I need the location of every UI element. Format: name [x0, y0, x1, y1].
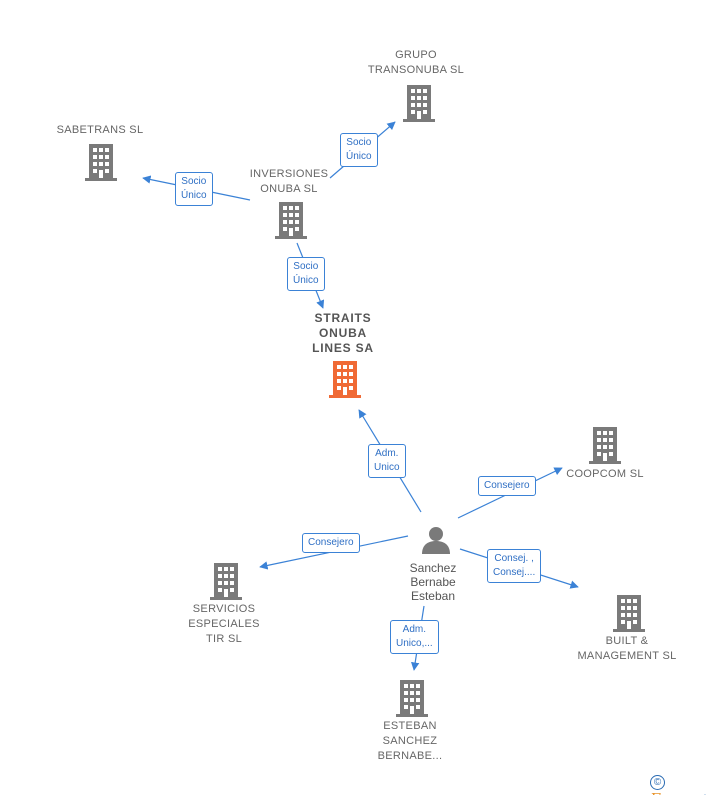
- servicios-especiales-building-icon[interactable]: [208, 561, 244, 601]
- grupo-transonuba-label[interactable]: GRUPO TRANSONUBA SL: [367, 49, 465, 76]
- edge-label-person-to-built[interactable]: Consej. , Consej....: [487, 549, 542, 583]
- brand-initial: E: [650, 790, 661, 795]
- edge-label-person-to-esteban[interactable]: Adm. Unico,...: [390, 620, 439, 654]
- edge-label-inv-to-straits[interactable]: Socio Único: [287, 257, 325, 291]
- brand-name: mpresia: [661, 793, 714, 795]
- person-icon[interactable]: [420, 525, 452, 555]
- built-management-building-icon[interactable]: [611, 593, 647, 633]
- coopcom-building-icon[interactable]: [587, 425, 623, 465]
- grupo-transonuba-building-icon[interactable]: [401, 83, 437, 123]
- esteban-sanchez-building-icon[interactable]: [394, 678, 430, 718]
- edge-label-inv-to-grupo[interactable]: Socio Único: [340, 133, 378, 167]
- edge-label-person-to-servicios[interactable]: Consejero: [302, 533, 360, 553]
- esteban-sanchez-label[interactable]: ESTEBAN SANCHEZ BERNABE...: [377, 720, 443, 762]
- servicios-especiales-label[interactable]: SERVICIOS ESPECIALES TIR SL: [188, 603, 260, 645]
- coopcom-label[interactable]: COOPCOM SL: [566, 468, 644, 480]
- straits-onuba-label[interactable]: STRAITS ONUBA LINES SA: [312, 311, 374, 355]
- sabetrans-building-icon[interactable]: [83, 142, 119, 182]
- straits-onuba-building-icon[interactable]: [327, 359, 363, 399]
- edge-label-person-to-straits[interactable]: Adm. Unico: [368, 444, 406, 478]
- person-label[interactable]: Sanchez Bernabe Esteban: [409, 561, 457, 603]
- edge-label-inv-to-sabetrans[interactable]: Socio Único: [175, 172, 213, 206]
- copyright-icon: ©: [650, 775, 665, 791]
- empresia-logo[interactable]: ©Empresia: [650, 774, 728, 795]
- inversiones-onuba-building-icon[interactable]: [273, 200, 309, 240]
- inversiones-onuba-label[interactable]: INVERSIONES ONUBA SL: [249, 168, 329, 195]
- built-management-label[interactable]: BUILT & MANAGEMENT SL: [577, 635, 677, 662]
- edge-label-person-to-coopcom[interactable]: Consejero: [478, 476, 536, 496]
- sabetrans-label[interactable]: SABETRANS SL: [56, 124, 144, 136]
